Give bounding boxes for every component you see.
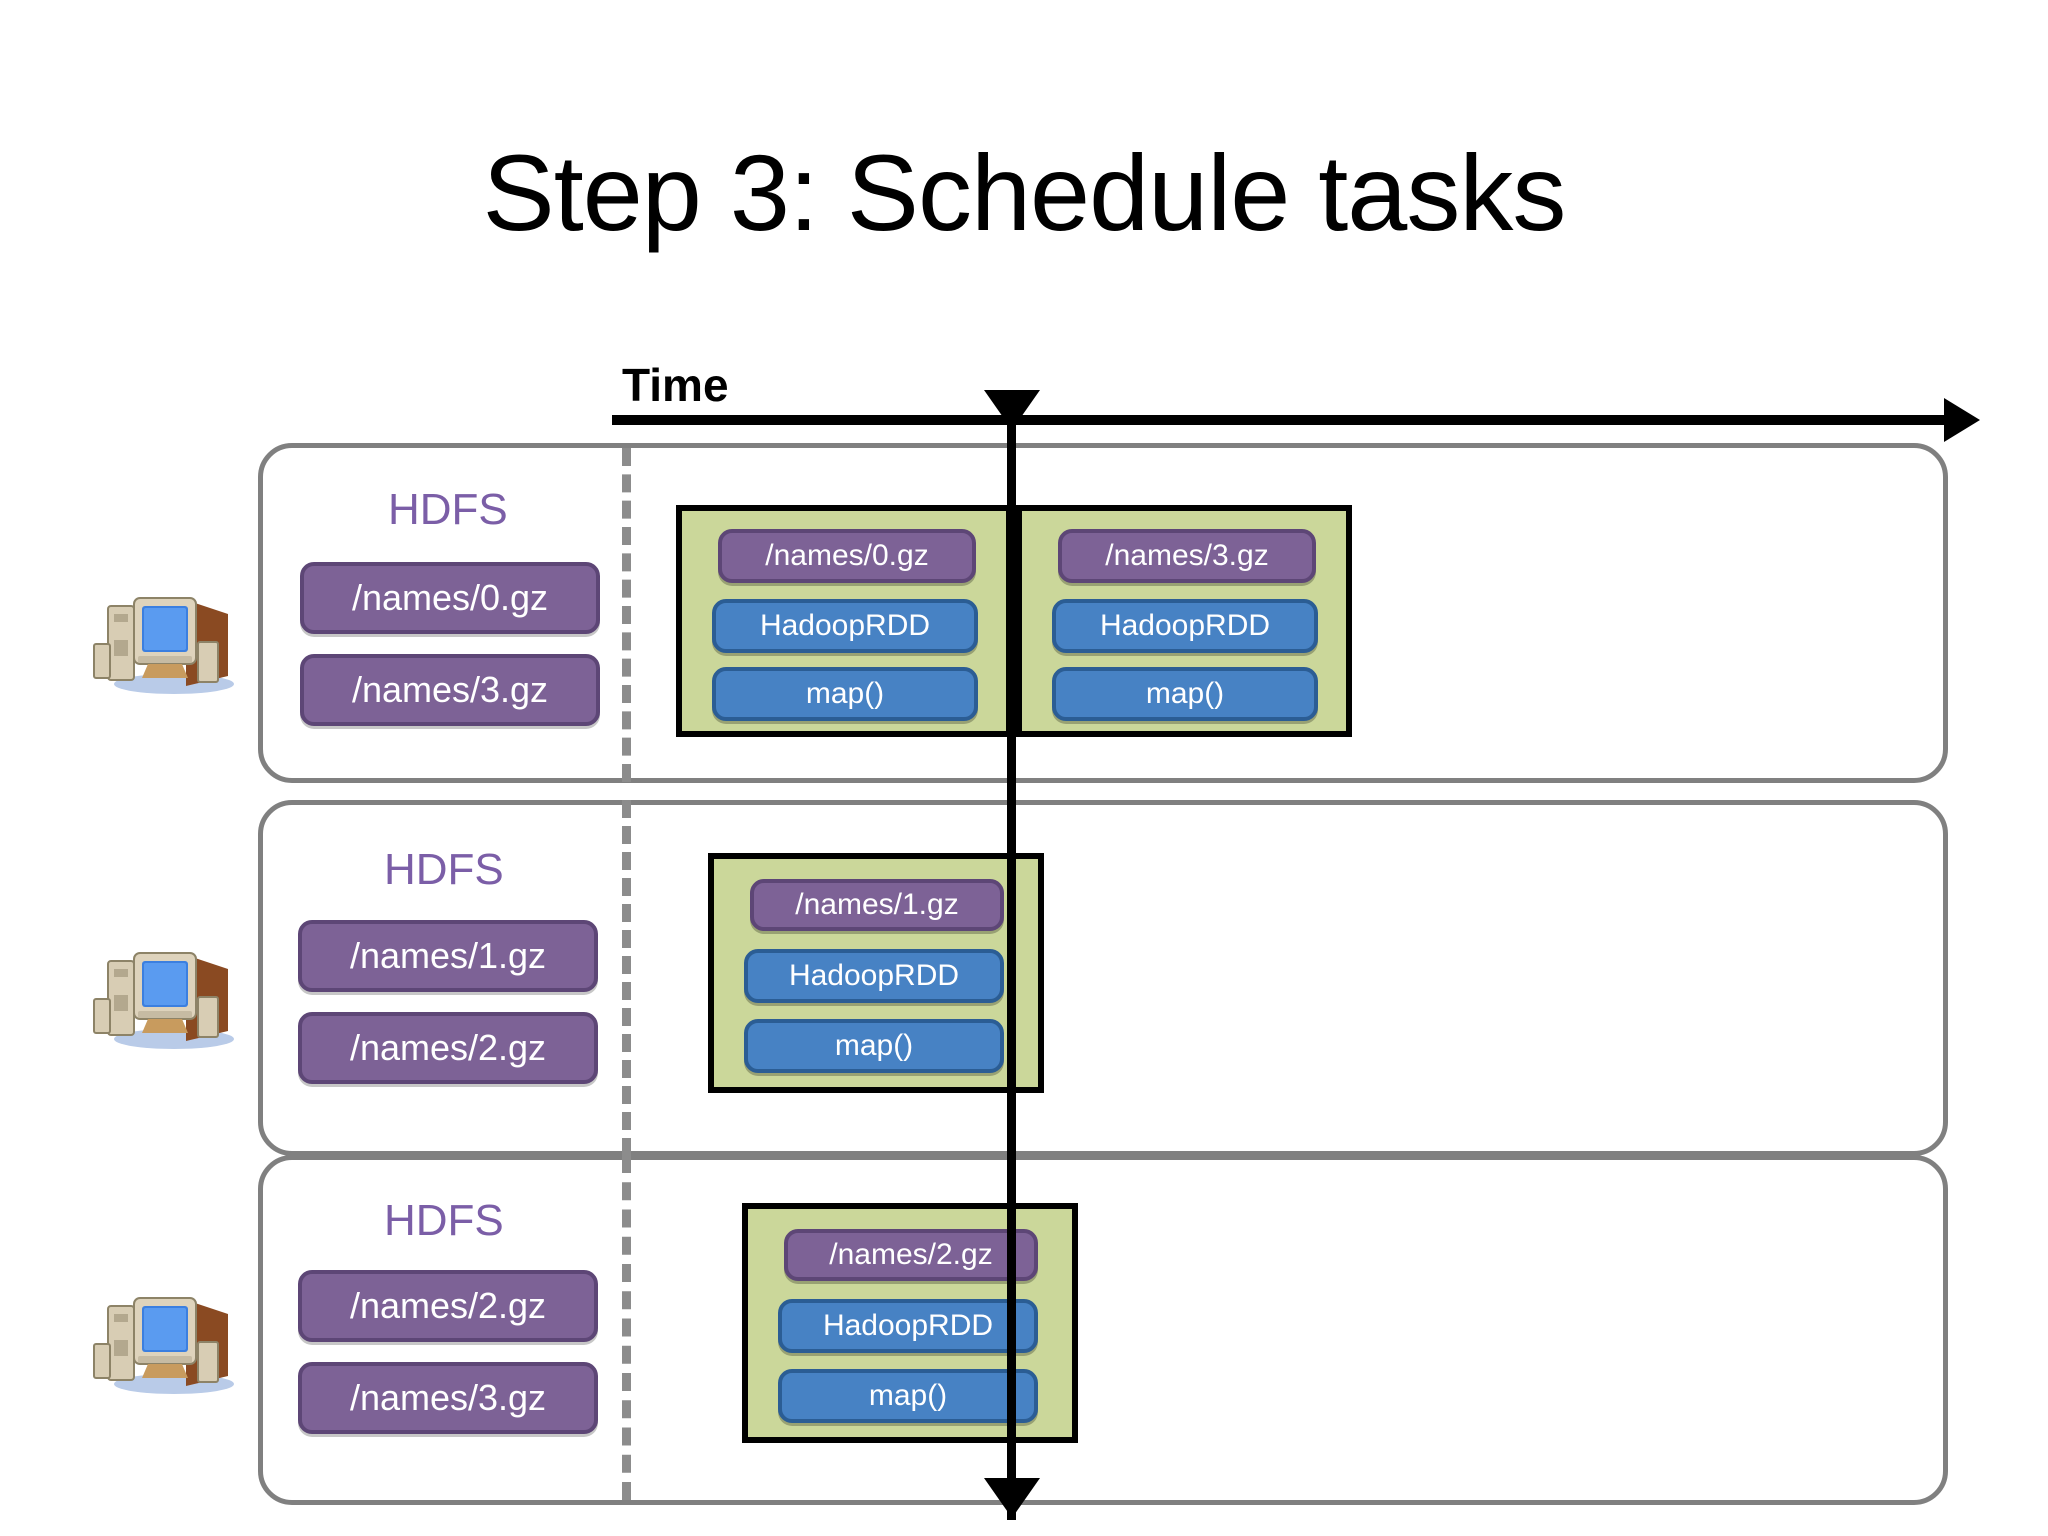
desktop-computer-icon (93, 952, 234, 1049)
task-stage-box: HadoopRDD (778, 1299, 1038, 1353)
triangle-down-icon-bottom (984, 1478, 1040, 1518)
task-stage-box: map() (1052, 667, 1318, 721)
task-stage-box: HadoopRDD (1052, 599, 1318, 653)
task-stage-box: HadoopRDD (744, 949, 1004, 1003)
hdfs-divider-3 (622, 1155, 631, 1500)
hdfs-file-chip: /names/0.gz (300, 562, 600, 634)
hdfs-file-chip: /names/3.gz (298, 1362, 598, 1434)
hdfs-label-1: HDFS (388, 485, 508, 534)
task-stage-box: map() (778, 1369, 1038, 1423)
task-group[interactable]: /names/0.gz HadoopRDD map() (676, 505, 1012, 737)
task-file-box: /names/0.gz (718, 529, 976, 583)
task-file-box: /names/3.gz (1058, 529, 1316, 583)
desktop-computer-icon (93, 1297, 234, 1394)
task-stage-box: map() (744, 1019, 1004, 1073)
task-file-box: /names/1.gz (750, 879, 1004, 931)
desktop-computer-icon (93, 597, 234, 694)
task-stage-box: map() (712, 667, 978, 721)
hdfs-divider-1 (622, 448, 631, 782)
hdfs-file-chip: /names/2.gz (298, 1012, 598, 1084)
hdfs-label-2: HDFS (384, 845, 504, 894)
task-group[interactable]: /names/1.gz HadoopRDD map() (708, 853, 1044, 1093)
node-panel-2 (258, 800, 1948, 1156)
task-group[interactable]: /names/3.gz HadoopRDD map() (1016, 505, 1352, 737)
hdfs-divider-2 (622, 800, 631, 1156)
triangle-down-icon-top (984, 390, 1040, 430)
time-axis-label: Time (622, 359, 729, 411)
time-axis-line (612, 415, 1952, 425)
node-panel-3 (258, 1155, 1948, 1505)
task-file-box: /names/2.gz (784, 1229, 1038, 1281)
hdfs-file-chip: /names/1.gz (298, 920, 598, 992)
hdfs-file-chip: /names/2.gz (298, 1270, 598, 1342)
task-stage-box: HadoopRDD (712, 599, 978, 653)
hdfs-label-3: HDFS (384, 1196, 504, 1245)
task-group[interactable]: /names/2.gz HadoopRDD map() (742, 1203, 1078, 1443)
hdfs-file-chip: /names/3.gz (300, 654, 600, 726)
page-title: Step 3: Schedule tasks (482, 132, 1567, 253)
current-time-marker (1007, 400, 1016, 1520)
arrow-right-icon (1944, 398, 1980, 442)
